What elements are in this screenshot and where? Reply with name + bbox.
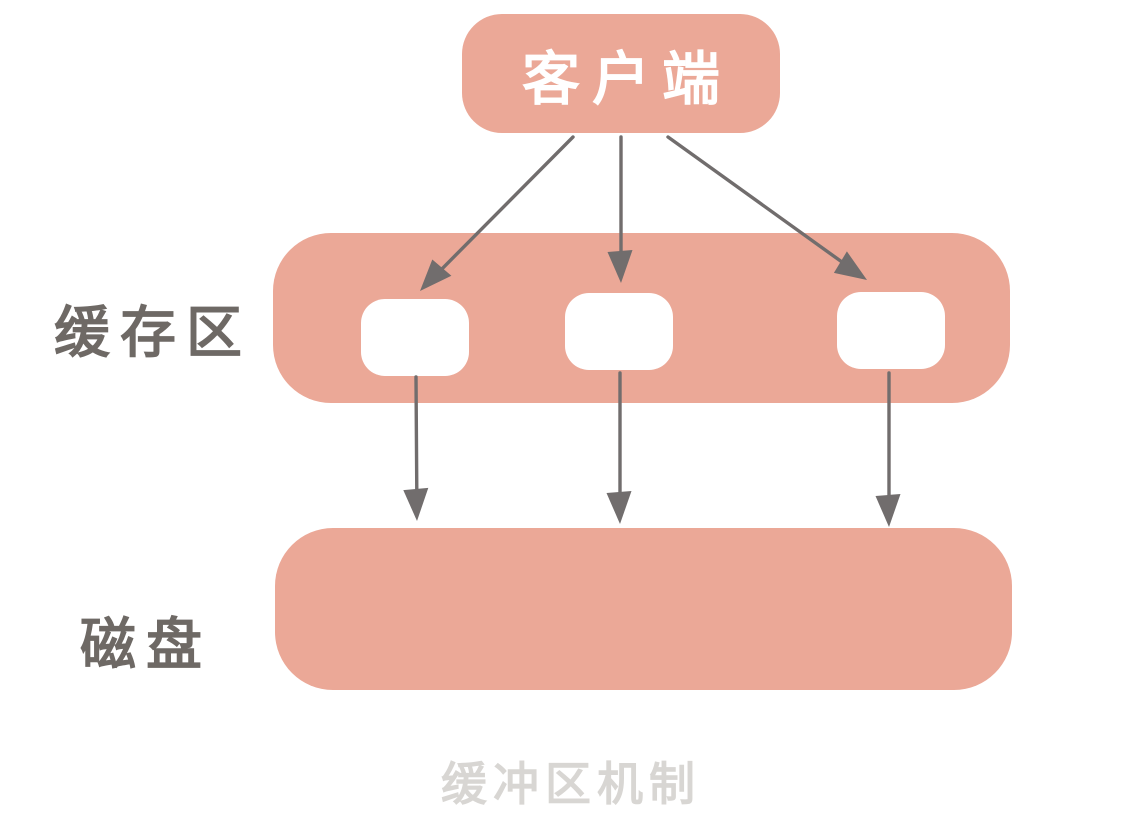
client-label: 客户端 xyxy=(521,46,732,112)
buffer-label: 缓存区 xyxy=(54,301,252,364)
arrowhead xyxy=(875,494,901,527)
buffer-slot-3 xyxy=(837,292,945,369)
disk-band xyxy=(275,528,1012,690)
client-node: 客户端 xyxy=(462,14,780,133)
buffer-slot-2 xyxy=(565,293,673,370)
diagram-caption: 缓冲区机制 xyxy=(441,758,701,810)
buffer-slot-1 xyxy=(361,299,469,376)
arrowhead xyxy=(606,491,632,524)
arrowhead xyxy=(403,487,429,521)
disk-label: 磁盘 xyxy=(80,613,212,676)
